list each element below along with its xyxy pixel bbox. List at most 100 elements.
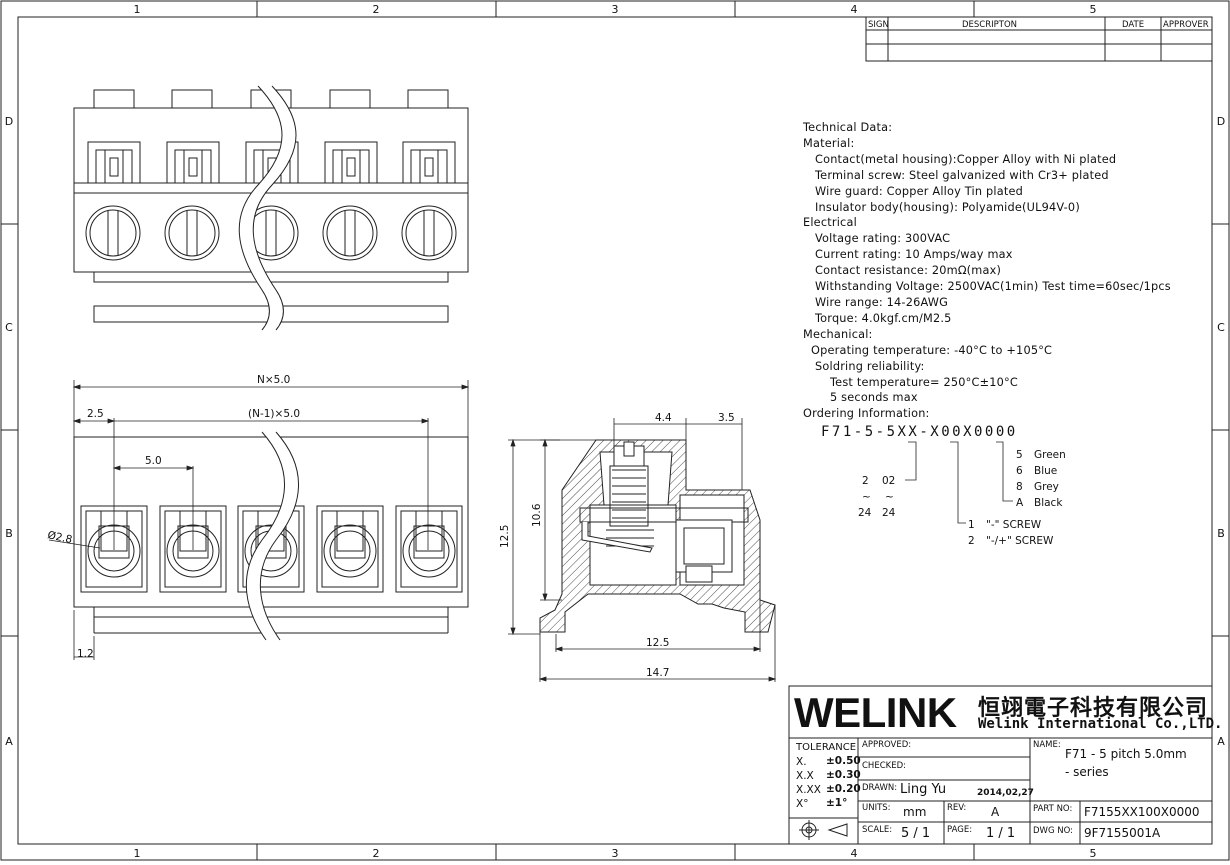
tolerance-val: ±1° <box>826 797 848 809</box>
row-label: D <box>1217 115 1225 128</box>
row-label: C <box>5 321 13 334</box>
page-value: 1 / 1 <box>986 826 1016 841</box>
projection-symbol <box>799 820 848 840</box>
dim-total-width: 14.7 <box>646 667 669 679</box>
scale-label: SCALE: <box>862 825 893 835</box>
drawn-label: DRAWN: <box>862 783 898 793</box>
tolerance-fmt: X° <box>796 798 809 810</box>
color-name: Blue <box>1034 465 1057 477</box>
dim-height-inner: 10.6 <box>531 503 543 527</box>
pins-sep-b: ~ <box>885 491 894 503</box>
break-band-front <box>245 431 299 641</box>
ordering-diagram: F71-5-5XX-X00X0000 2 02 ~ ~ 24 24 5 Gree… <box>821 424 1066 547</box>
row-label: C <box>1217 321 1225 334</box>
row-label: A <box>5 735 13 748</box>
tolerance-val: ±0.20 <box>826 783 861 795</box>
color-code: A <box>1016 497 1024 509</box>
checked-label: CHECKED: <box>862 761 906 771</box>
tech-line: Mechanical: <box>803 327 873 341</box>
scale-value: 5 / 1 <box>901 826 931 841</box>
side-section-view <box>539 439 776 633</box>
tolerance-fmt: X.X <box>796 770 814 782</box>
tech-line: Insulator body(housing): Polyamide(UL94V… <box>815 200 1080 214</box>
technical-data: Technical Data: Material: Contact(metal … <box>803 120 1171 422</box>
tech-line: Voltage rating: 300VAC <box>815 232 951 246</box>
pins-sep-a: ~ <box>862 491 871 503</box>
color-code: 6 <box>1016 465 1023 477</box>
units-label: UNITS: <box>862 803 891 813</box>
company-name-en: Welink International Co.,LTD. <box>978 716 1223 732</box>
screw-code: 1 <box>968 519 975 531</box>
dim-first-pitch: 2.5 <box>87 408 104 420</box>
dim-side-top-left: 4.4 <box>655 412 672 424</box>
title-block-frame <box>788 685 1213 845</box>
col-label: 3 <box>612 3 619 16</box>
brand-logo: WELINK <box>794 689 957 736</box>
wire-entry-row <box>80 505 463 593</box>
part-no-value: F7155XX100X0000 <box>1084 805 1200 819</box>
color-code: 8 <box>1016 481 1023 493</box>
tolerance-fmt: X. <box>796 756 807 768</box>
tech-line: Operating temperature: -40°C to +105°C <box>811 343 1053 357</box>
tech-line: Technical Data: <box>803 121 893 134</box>
tech-line: Material: <box>803 136 855 150</box>
dim-hole-dia: Ø2.8 <box>46 529 73 546</box>
color-name: Black <box>1034 497 1063 509</box>
pins-from-b: 02 <box>882 475 895 487</box>
col-label: 2 <box>373 3 380 16</box>
tech-line: Electrical <box>803 216 857 230</box>
screw-code: 2 <box>968 535 975 547</box>
tech-line: Test temperature= 250°C±10°C <box>830 375 1018 389</box>
screw-row <box>85 205 457 261</box>
tech-line: Soldring reliability: <box>815 359 925 373</box>
dwg-no-label: DWG NO: <box>1033 826 1074 836</box>
col-label: 5 <box>1090 847 1097 860</box>
tolerance-label: TOLERANCE <box>796 742 857 753</box>
part-no-label: PART NO: <box>1033 804 1073 814</box>
front-dimensions <box>48 380 470 660</box>
name-line1: F71 - 5 pitch 5.0mm <box>1065 747 1187 761</box>
col-label: 2 <box>373 847 380 860</box>
tech-line: Current rating: 10 Amps/way max <box>815 248 1013 262</box>
dim-pitch: 5.0 <box>145 455 162 467</box>
col-label: 4 <box>851 847 858 860</box>
tolerance-val: ±0.30 <box>826 769 861 781</box>
wire-window-row <box>87 141 456 184</box>
screw-label: "-/+" SCREW <box>986 535 1054 547</box>
row-labels-right: D C B A <box>1217 115 1225 748</box>
tech-line: 5 seconds max <box>830 391 918 405</box>
revision-table: SIGN DESCRIPTON DATE APPROVER <box>865 16 1213 62</box>
approved-label: APPROVED: <box>862 740 912 750</box>
rev-header-date: DATE <box>1122 20 1144 30</box>
rev-label: REV: <box>947 803 967 813</box>
tech-line: Torque: 4.0kgf.cm/M2.5 <box>815 311 952 325</box>
name-label: NAME: <box>1033 740 1061 750</box>
pins-from-a: 2 <box>862 475 869 487</box>
tech-line: Contact(metal housing):Copper Alloy with… <box>815 152 1117 166</box>
screw-label: "-" SCREW <box>986 519 1042 531</box>
tech-line: Wire guard: Copper Alloy Tin plated <box>815 184 1024 198</box>
color-name: Green <box>1034 449 1066 461</box>
dim-side-top-right: 3.5 <box>718 412 735 424</box>
color-name: Grey <box>1034 481 1059 493</box>
dim-n-pitch: N×5.0 <box>257 374 290 386</box>
name-line2: - series <box>1065 765 1109 779</box>
col-label: 1 <box>134 847 141 860</box>
front-dimension-labels: N×5.0 2.5 (N-1)×5.0 5.0 Ø2.8 1.2 <box>46 374 300 660</box>
rev-header-sign: SIGN <box>868 20 889 30</box>
side-dimensions <box>508 418 777 682</box>
tech-line: Contact resistance: 20mΩ(max) <box>815 264 1002 278</box>
rev-header-approver: APPROVER <box>1163 20 1209 30</box>
rev-header-description: DESCRIPTON <box>962 20 1017 30</box>
dwg-no-value: 9F7155001A <box>1084 826 1161 840</box>
pins-to-b: 24 <box>882 507 896 519</box>
col-label: 3 <box>612 847 619 860</box>
tech-line: Withstanding Voltage: 2500VAC(1min) Test… <box>815 280 1171 294</box>
column-labels-bottom: 1 2 3 4 5 <box>134 847 1097 860</box>
dim-height-total: 12.5 <box>499 525 511 548</box>
row-label: B <box>5 527 13 540</box>
page-label: PAGE: <box>947 825 973 835</box>
col-label: 4 <box>851 3 858 16</box>
